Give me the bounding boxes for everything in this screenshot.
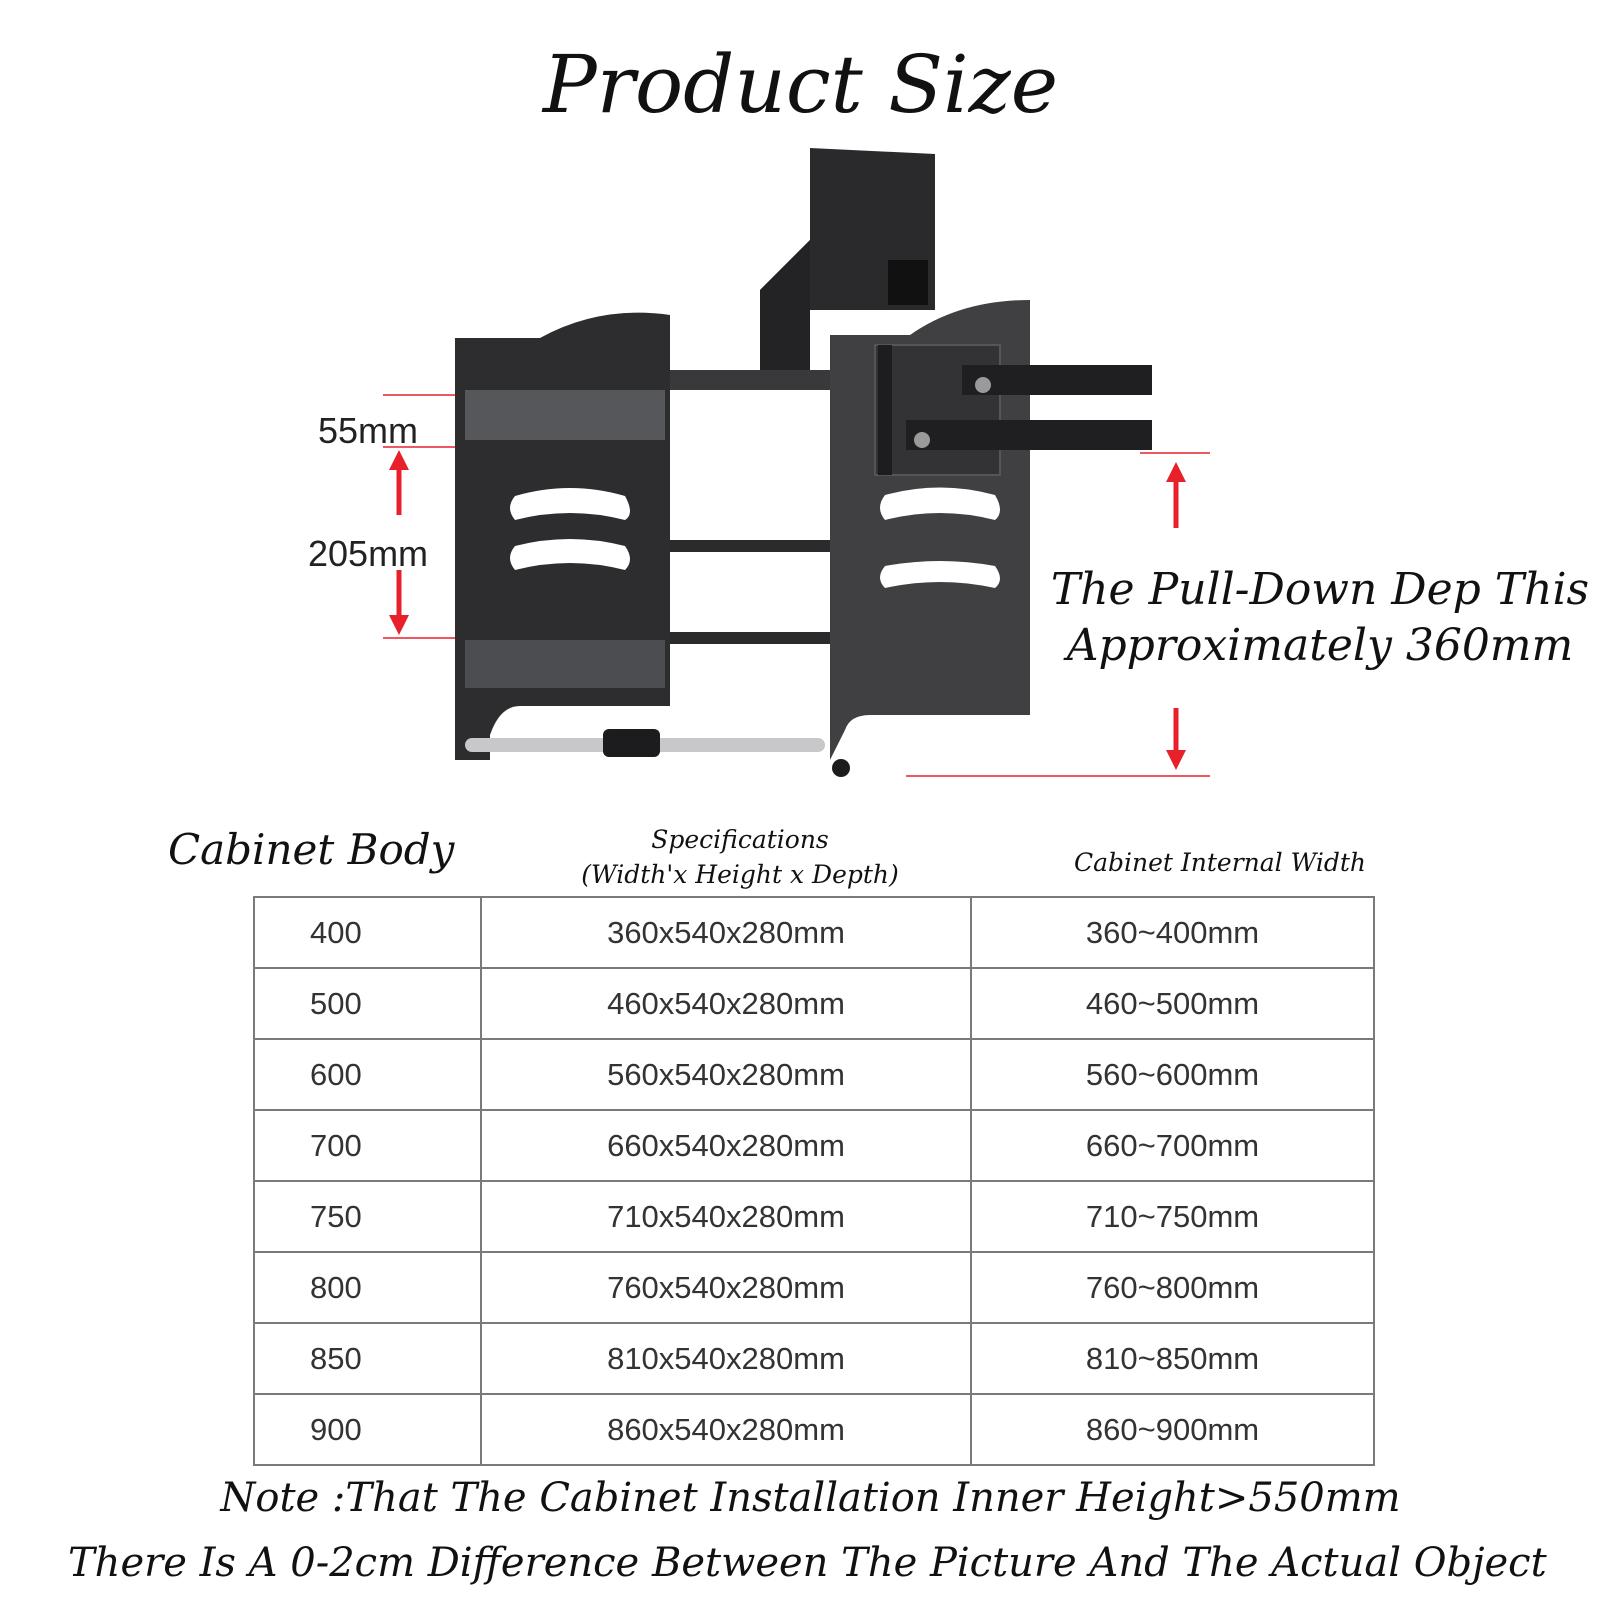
pull-down-depth-note: The Pull-Down Dep This Approximately 360…	[1040, 562, 1600, 674]
specification-cell: 660x540x280mm	[480, 1109, 972, 1182]
cabinet-body-cell: 900	[253, 1393, 482, 1466]
pull-down-basket-illustration	[383, 148, 1210, 777]
pull-down-note-line1: The Pull-Down Dep This	[1050, 564, 1590, 615]
page-title: Product Size	[542, 38, 1059, 131]
bottom-shelf-rail	[670, 632, 830, 644]
lift-mechanism	[760, 148, 935, 370]
specification-cell: 560x540x280mm	[480, 1038, 972, 1111]
spec-header-line2: (Width'x Height x Depth)	[581, 860, 899, 889]
installation-height-note: Note :That The Cabinet Installation Inne…	[220, 1475, 1401, 1521]
spec-header-line1: Specifications	[651, 825, 829, 854]
specification-cell: 760x540x280mm	[480, 1251, 972, 1324]
shelf-back-rail	[670, 370, 830, 390]
cabinet-body-cell: 700	[253, 1109, 482, 1182]
cabinet-body-cell: 600	[253, 1038, 482, 1111]
cabinet-body-cell: 750	[253, 1180, 482, 1253]
internal-width-cell: 560~600mm	[970, 1038, 1375, 1111]
cabinet-body-cell: 850	[253, 1322, 482, 1395]
internal-width-cell: 860~900mm	[970, 1393, 1375, 1466]
column-header-specifications: Specifications (Width'x Height x Depth)	[560, 822, 920, 892]
cabinet-body-cell: 800	[253, 1251, 482, 1324]
specification-cell: 360x540x280mm	[480, 896, 972, 969]
dimension-markers	[383, 394, 1210, 777]
internal-width-cell: 460~500mm	[970, 967, 1375, 1040]
pull-down-note-line2: Approximately 360mm	[1066, 620, 1574, 671]
column-header-internal-width: Cabinet Internal Width	[1073, 848, 1367, 877]
size-difference-note: There Is A 0-2cm Difference Between The …	[68, 1540, 1547, 1586]
extension-arms	[906, 365, 1152, 450]
middle-shelf-rail	[670, 540, 830, 552]
dimension-label-shelf-gap: 205mm	[308, 533, 429, 574]
dimension-label-top-gap: 55mm	[318, 410, 419, 451]
specification-cell: 710x540x280mm	[480, 1180, 972, 1253]
internal-width-cell: 660~700mm	[970, 1109, 1375, 1182]
cabinet-body-cell: 500	[253, 967, 482, 1040]
specification-cell: 460x540x280mm	[480, 967, 972, 1040]
right-side-panel	[830, 300, 1030, 760]
handle-bar	[465, 729, 850, 777]
internal-width-cell: 360~400mm	[970, 896, 1375, 969]
column-header-cabinet-body: Cabinet Body	[168, 825, 455, 874]
cabinet-body-cell: 400	[253, 896, 482, 969]
internal-width-cell: 710~750mm	[970, 1180, 1375, 1253]
specification-cell: 810x540x280mm	[480, 1322, 972, 1395]
internal-width-cell: 810~850mm	[970, 1322, 1375, 1395]
specification-cell: 860x540x280mm	[480, 1393, 972, 1466]
internal-width-cell: 760~800mm	[970, 1251, 1375, 1324]
